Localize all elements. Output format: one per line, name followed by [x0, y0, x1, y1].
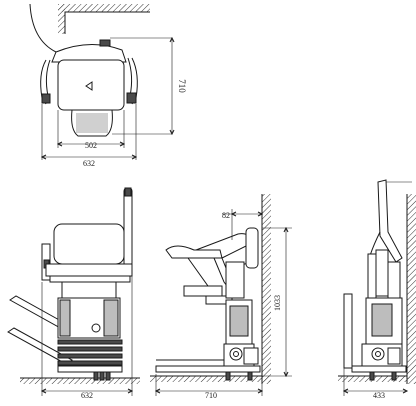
- dim-top-depth: 710: [177, 79, 187, 93]
- dim-side-offset: 82: [222, 211, 230, 220]
- rail-lower: [7, 327, 73, 365]
- dim-top-seat-width: 502: [85, 141, 97, 150]
- side-view: 82 1033 710: [150, 194, 292, 400]
- top-view: 710 502 632: [29, 3, 187, 168]
- dim-side-height: 1033: [273, 295, 282, 311]
- motor-unit: [57, 339, 123, 373]
- dim-side-footprint: 710: [205, 391, 217, 400]
- folded-armrest: [377, 179, 403, 263]
- dim-folded-depth: 433: [373, 391, 385, 400]
- front-view: 632: [7, 187, 140, 400]
- dim-front-width: 632: [81, 391, 93, 400]
- side-seat: [165, 245, 223, 259]
- armrest-control-right: [126, 92, 137, 104]
- seat-top: [57, 59, 125, 111]
- dim-top-overall-width: 632: [83, 159, 95, 168]
- backrest-front: [53, 223, 125, 265]
- folded-view: 433: [338, 179, 416, 400]
- armrest-control-left: [41, 93, 51, 104]
- raised-armrest: [123, 187, 133, 267]
- top-wall: [58, 4, 150, 34]
- side-wall: [262, 194, 271, 384]
